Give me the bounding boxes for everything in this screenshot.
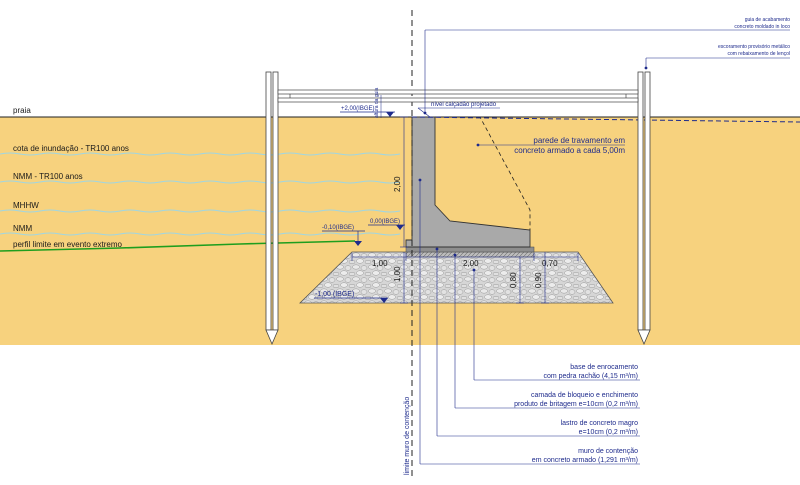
svg-text:0,00(IBGE): 0,00(IBGE) (370, 219, 400, 225)
svg-text:camada de bloqueio e enchiment: camada de bloqueio e enchimento (531, 392, 638, 399)
note-parede-travamento: parede de travamento em concreto armado … (476, 136, 625, 155)
svg-text:0,90: 0,90 (534, 272, 543, 288)
dim-wall-height: 2,00 (393, 116, 408, 248)
svg-text:lastro de concreto magro: lastro de concreto magro (561, 420, 639, 427)
water-line-cota (0, 152, 401, 156)
label-nmm: NMM (13, 224, 32, 233)
shoring-strut (277, 89, 639, 103)
dim-horizontal: 1,00 2,00 0,70 (351, 253, 579, 268)
callout-base-enrocamento: base de enrocamento com pedra rachão (4,… (472, 268, 640, 381)
label-limite-muro: limite muro de contenção (404, 397, 411, 475)
blocking-layer (405, 251, 535, 258)
svg-text:altura da guia: altura da guia (374, 87, 380, 118)
svg-text:base de enrocamento: base de enrocamento (570, 364, 638, 371)
water-line-mhhw (0, 209, 401, 213)
level-minus1: -1,00 (IBGE) (314, 291, 388, 303)
dim-vertical-base: 1,00 0,80 0,90 (393, 252, 549, 304)
level-minus010: -0,10(IBGE) (322, 225, 365, 246)
water-line-nmm (0, 232, 401, 236)
label-mhhw: MHHW (13, 201, 39, 210)
svg-text:nível calçadão projetado: nível calçadão projetado (431, 102, 497, 108)
note-escoramento: escoramento provisório metálico com reba… (644, 44, 790, 70)
bracing-wall-outline (436, 116, 531, 230)
svg-text:0,70: 0,70 (542, 259, 558, 268)
svg-text:com rebaixamento de lençol: com rebaixamento de lençol (727, 51, 790, 57)
svg-text:2,00: 2,00 (463, 259, 479, 268)
svg-text:escoramento provisório metálic: escoramento provisório metálico (718, 44, 790, 50)
note-altura-guia: altura da guia (374, 87, 382, 118)
water-line-nmm-tr100 (0, 180, 401, 184)
right-sheet-pile (637, 71, 651, 346)
svg-text:0,80: 0,80 (509, 272, 518, 288)
svg-text:1,00: 1,00 (372, 259, 388, 268)
note-nivel-calcadao: nível calçadão projetado (417, 102, 500, 118)
label-praia: praia (13, 106, 31, 115)
retaining-wall (405, 116, 531, 248)
svg-text:e=10cm (0,2 m³/m): e=10cm (0,2 m³/m) (579, 429, 638, 436)
walkway-dashed (411, 116, 800, 123)
label-perfil-limite: perfil limite em evento extremo (13, 240, 122, 249)
note-guia-acabamento: guia de acabamento concreto moldado in l… (423, 17, 791, 115)
callout-camada-bloqueio: camada de bloqueio e enchimento produto … (453, 253, 640, 409)
svg-text:produto de britagem e=10cm (0,: produto de britagem e=10cm (0,2 m³/m) (514, 401, 638, 408)
svg-text:1,00: 1,00 (393, 266, 402, 282)
svg-text:+2,00(IBGE): +2,00(IBGE) (341, 106, 375, 112)
svg-text:concreto armado a cada 5,00m: concreto armado a cada 5,00m (514, 146, 625, 155)
callout-muro-contencao: muro de contenção em concreto armado (1,… (418, 178, 640, 465)
sand-ground (0, 117, 800, 345)
svg-text:-1,00 (IBGE): -1,00 (IBGE) (315, 291, 354, 298)
profile-limit-line (0, 240, 356, 252)
callout-lastro-concreto: lastro de concreto magro e=10cm (0,2 m³/… (435, 247, 640, 437)
left-sheet-pile (265, 71, 279, 346)
lean-concrete-layer (405, 246, 535, 253)
svg-text:parede de travamento em: parede de travamento em (533, 136, 625, 145)
svg-text:guia de acabamento: guia de acabamento (745, 17, 791, 23)
svg-text:-0,10(IBGE): -0,10(IBGE) (322, 225, 354, 231)
level-zero: 0,00(IBGE) (368, 219, 405, 230)
svg-text:em concreto armado (1,291 m³/m: em concreto armado (1,291 m³/m) (532, 457, 638, 464)
label-nmm-tr100: NMM - TR100 anos (13, 172, 83, 181)
svg-text:muro de contenção: muro de contenção (578, 448, 638, 455)
svg-text:com pedra rachão (4,15 m³/m): com pedra rachão (4,15 m³/m) (543, 373, 638, 380)
label-cota-inundacao: cota de inundação - TR100 anos (13, 144, 129, 153)
level-plus2: +2,00(IBGE) (340, 106, 395, 117)
svg-text:2,00: 2,00 (393, 176, 402, 192)
svg-text:concreto moldado in loco: concreto moldado in loco (734, 24, 790, 30)
